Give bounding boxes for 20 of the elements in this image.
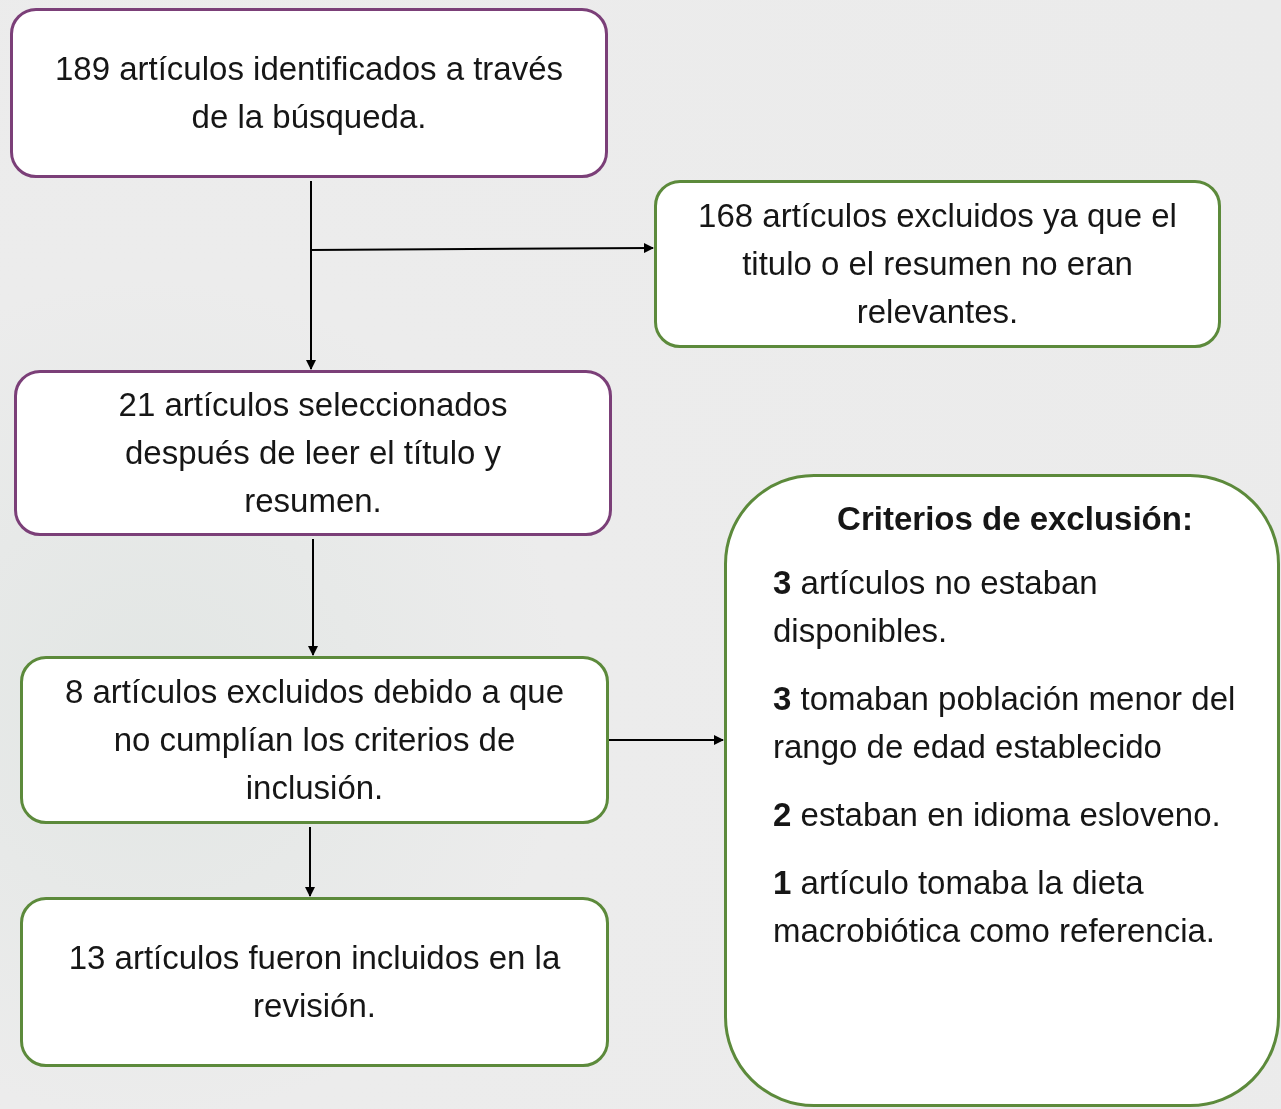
criteria-box bbox=[724, 474, 1280, 1107]
arrow bbox=[308, 538, 318, 656]
process-box bbox=[654, 180, 1221, 348]
process-box bbox=[20, 897, 609, 1067]
list-heading: Criterios de exclusión: bbox=[836, 499, 1194, 539]
criterion-text: 3 artículos no estaban disponibles. bbox=[773, 563, 1099, 651]
criterion-text: 3 tomaban población menor del rango de edad establecido bbox=[773, 679, 1237, 767]
box-text: 168 artículos excluidos ya que el titulo o el resumen no eran relevantes. bbox=[697, 196, 1178, 332]
box-text: 189 artículos identificados a través de la búsqueda. bbox=[53, 49, 565, 137]
criterion-text: 2 estaban en idioma esloveno. bbox=[773, 795, 1222, 835]
box-text: 13 artículos fueron incluidos en la revisión. bbox=[67, 938, 562, 1026]
process-box bbox=[20, 656, 609, 824]
arrow bbox=[608, 735, 724, 745]
arrow bbox=[310, 180, 654, 254]
process-box bbox=[14, 370, 612, 536]
box-text: 8 artículos excluidos debido a que no cumplían los criterios de inclusión. bbox=[64, 672, 565, 808]
box-text: 21 artículos seleccionados después de leer el título y resumen. bbox=[117, 385, 509, 521]
criterion-text: 1 artículo tomaba la dieta macrobiótica como referencia. bbox=[773, 863, 1217, 951]
arrow bbox=[305, 826, 315, 897]
process-box bbox=[10, 8, 608, 178]
